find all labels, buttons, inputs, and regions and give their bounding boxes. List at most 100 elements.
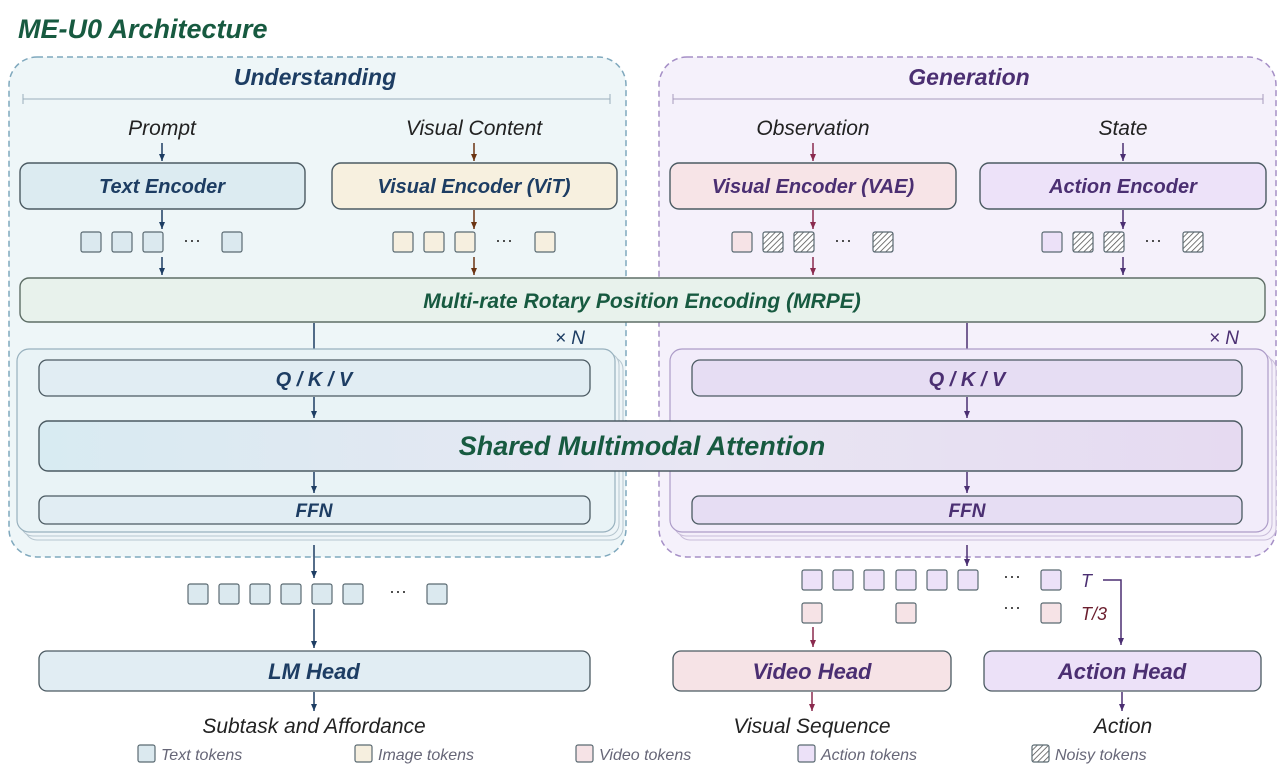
visual-encoder-vae-box: Visual Encoder (VAE) bbox=[669, 162, 957, 210]
legend-item: Video tokens bbox=[575, 744, 691, 764]
video-token-row: ··· bbox=[731, 230, 894, 253]
noisy-token bbox=[762, 231, 784, 253]
token bbox=[111, 231, 133, 253]
legend-swatch bbox=[797, 744, 816, 763]
noisy-token bbox=[1103, 231, 1125, 253]
output-video-tokens: ··· T/3 bbox=[801, 597, 1107, 624]
output-action-label: Action bbox=[1092, 715, 1152, 738]
visual-encoder-vit-label: Visual Encoder (ViT) bbox=[378, 176, 571, 198]
visual-encoder-vae-label: Visual Encoder (VAE) bbox=[712, 176, 915, 198]
token bbox=[392, 231, 414, 253]
prompt-label: Prompt bbox=[128, 117, 197, 140]
mrpe-label: Multi-rate Rotary Position Encoding (MRP… bbox=[423, 290, 861, 313]
token bbox=[731, 231, 753, 253]
token bbox=[895, 602, 917, 624]
noisy-token bbox=[793, 231, 815, 253]
noisy-token bbox=[872, 231, 894, 253]
qkv-understanding-label: Q / K / V bbox=[276, 369, 354, 391]
noisy-token bbox=[1182, 231, 1204, 253]
token-ellipsis: ··· bbox=[495, 230, 513, 250]
legend-item: Image tokens bbox=[354, 744, 474, 764]
shared-attention-label: Shared Multimodal Attention bbox=[459, 431, 826, 461]
legend-label: Noisy tokens bbox=[1055, 747, 1147, 764]
rate-t3-label: T/3 bbox=[1081, 604, 1107, 624]
ffn-understanding-label: FFN bbox=[296, 501, 334, 522]
action-encoder-box: Action Encoder bbox=[979, 162, 1267, 210]
legend-item: Text tokens bbox=[137, 744, 242, 764]
legend-swatch-noisy bbox=[1031, 744, 1050, 763]
text-token-row: ··· bbox=[80, 230, 243, 253]
lm-head-box: LM Head bbox=[38, 650, 591, 692]
lm-head-label: LM Head bbox=[268, 659, 360, 684]
token bbox=[80, 231, 102, 253]
token bbox=[1041, 231, 1063, 253]
shared-attention-box: Shared Multimodal Attention bbox=[38, 420, 1243, 472]
noisy-token bbox=[1072, 231, 1094, 253]
token bbox=[957, 569, 979, 591]
output-action-tokens: ··· T bbox=[801, 566, 1094, 591]
ffn-generation-box: FFN bbox=[691, 495, 1243, 525]
legend-label: Action tokens bbox=[820, 747, 917, 764]
token bbox=[342, 583, 364, 605]
understanding-title: Understanding bbox=[234, 64, 396, 90]
video-head-box: Video Head bbox=[672, 650, 952, 692]
text-encoder-box: Text Encoder bbox=[19, 162, 306, 210]
legend-swatch bbox=[354, 744, 373, 763]
visual-content-label: Visual Content bbox=[406, 117, 543, 140]
output-visual-sequence-label: Visual Sequence bbox=[733, 715, 890, 738]
token bbox=[221, 231, 243, 253]
generation-title: Generation bbox=[908, 64, 1029, 90]
repeat-n-understanding: × N bbox=[555, 328, 585, 349]
token-ellipsis: ··· bbox=[1003, 597, 1021, 617]
output-text-tokens: ··· bbox=[187, 581, 448, 605]
token bbox=[895, 569, 917, 591]
legend: Text tokens Image tokens Video tokens Ac… bbox=[137, 744, 1147, 764]
text-encoder-label: Text Encoder bbox=[99, 176, 226, 198]
video-head-label: Video Head bbox=[753, 659, 873, 684]
token bbox=[187, 583, 209, 605]
legend-label: Image tokens bbox=[378, 747, 474, 764]
token bbox=[142, 231, 164, 253]
legend-label: Text tokens bbox=[161, 747, 242, 764]
token bbox=[218, 583, 240, 605]
rate-t-label: T bbox=[1081, 571, 1094, 591]
token bbox=[311, 583, 333, 605]
token bbox=[454, 231, 476, 253]
qkv-generation-box: Q / K / V bbox=[691, 359, 1243, 397]
token bbox=[863, 569, 885, 591]
token bbox=[280, 583, 302, 605]
ffn-generation-label: FFN bbox=[949, 501, 987, 522]
repeat-n-generation: × N bbox=[1209, 328, 1239, 349]
action-head-label: Action Head bbox=[1057, 659, 1187, 684]
token bbox=[801, 569, 823, 591]
diagram-title: ME-U0 Architecture bbox=[18, 14, 268, 44]
ffn-understanding-box: FFN bbox=[38, 495, 591, 525]
state-label: State bbox=[1098, 117, 1147, 140]
legend-label: Video tokens bbox=[599, 747, 691, 764]
image-token-row: ··· bbox=[392, 230, 556, 253]
action-encoder-label: Action Encoder bbox=[1048, 176, 1198, 198]
token bbox=[832, 569, 854, 591]
legend-item: Action tokens bbox=[797, 744, 917, 764]
legend-swatch bbox=[137, 744, 156, 763]
output-subtask-label: Subtask and Affordance bbox=[202, 715, 425, 738]
qkv-generation-label: Q / K / V bbox=[929, 369, 1007, 391]
token bbox=[534, 231, 556, 253]
token-ellipsis: ··· bbox=[1003, 566, 1021, 586]
action-token-row: ··· bbox=[1041, 230, 1204, 253]
token-ellipsis: ··· bbox=[183, 230, 201, 250]
token bbox=[249, 583, 271, 605]
token-ellipsis: ··· bbox=[1144, 230, 1162, 250]
legend-item: Noisy tokens bbox=[1031, 744, 1147, 764]
mrpe-bar: Multi-rate Rotary Position Encoding (MRP… bbox=[19, 277, 1266, 323]
token bbox=[423, 231, 445, 253]
token-ellipsis: ··· bbox=[389, 581, 407, 601]
legend-swatch bbox=[575, 744, 594, 763]
token bbox=[1040, 602, 1062, 624]
token bbox=[926, 569, 948, 591]
action-head-box: Action Head bbox=[983, 650, 1262, 692]
token-ellipsis: ··· bbox=[834, 230, 852, 250]
token bbox=[1040, 569, 1062, 591]
visual-encoder-vit-box: Visual Encoder (ViT) bbox=[331, 162, 618, 210]
